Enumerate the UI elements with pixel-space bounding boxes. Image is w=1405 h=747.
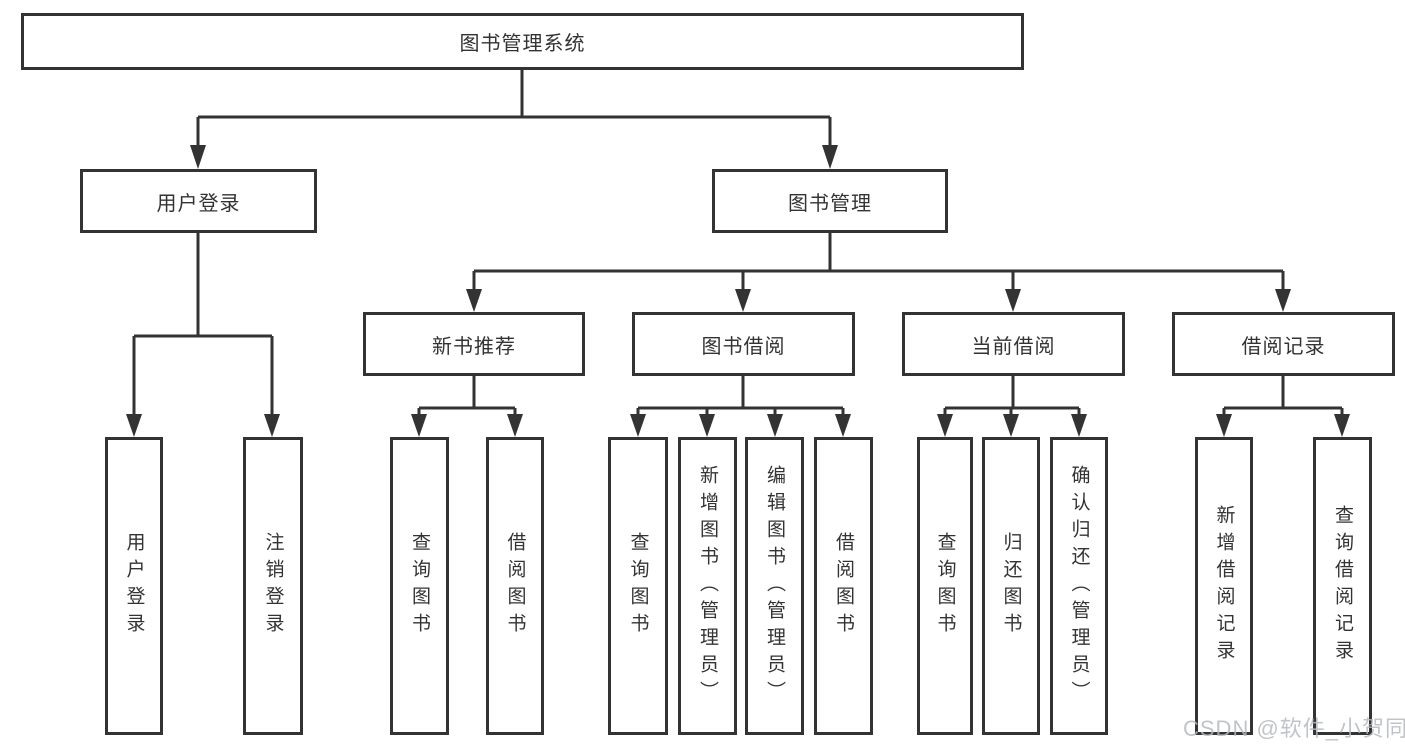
leaf-edit-book-admin: 编辑图书（管理员） [745, 437, 804, 735]
leaf-add-borrow-record: 新增借阅记录 [1195, 437, 1253, 735]
leaf-logout: 注销登录 [243, 437, 303, 735]
node-label: 借阅图书 [504, 532, 526, 640]
node-label: 查询图书 [627, 532, 649, 640]
leaf-return-books: 归还图书 [982, 437, 1040, 735]
node-book-borrowing: 图书借阅 [632, 312, 855, 376]
node-root-library-system: 图书管理系统 [21, 13, 1024, 70]
leaf-add-book-admin: 新增图书（管理员） [678, 437, 737, 735]
leaf-query-borrow-record: 查询借阅记录 [1313, 437, 1372, 735]
leaf-query-books-3: 查询图书 [917, 437, 973, 735]
node-label: 图书借阅 [701, 335, 786, 358]
node-label: 借阅图书 [833, 532, 854, 640]
node-label: 图书管理系统 [459, 33, 586, 55]
leaf-borrow-books-1: 借阅图书 [486, 437, 544, 735]
leaf-user-login: 用户登录 [105, 437, 163, 735]
node-label: 查询图书 [934, 532, 956, 640]
leaf-confirm-return-admin: 确认归还（管理员） [1050, 437, 1108, 735]
node-user-login: 用户登录 [80, 169, 317, 233]
node-label: 借阅记录 [1241, 335, 1326, 358]
node-label: 查询借阅记录 [1332, 505, 1353, 667]
leaf-borrow-books-2: 借阅图书 [814, 437, 873, 735]
connector-strokes [132, 70, 1344, 418]
node-label: 注销登录 [262, 532, 284, 640]
leaf-query-books-2: 查询图书 [608, 437, 668, 735]
node-label: 用户登录 [123, 532, 145, 640]
node-borrow-records: 借阅记录 [1172, 312, 1395, 376]
node-label: 新书推荐 [432, 335, 516, 358]
node-book-management: 图书管理 [712, 169, 948, 233]
leaf-query-books-1: 查询图书 [390, 437, 449, 735]
node-label: 图书管理 [788, 192, 872, 215]
csdn-watermark: CSDN @软件_小贺同学 [1183, 716, 1405, 741]
arrowheads [126, 145, 1350, 437]
node-new-book-recommend: 新书推荐 [363, 312, 585, 376]
node-label: 当前借阅 [971, 335, 1056, 358]
node-label: 新增图书（管理员） [697, 464, 718, 708]
node-label: 用户登录 [156, 192, 241, 215]
node-label: 查询图书 [409, 532, 430, 640]
node-label: 归还图书 [1000, 532, 1022, 640]
node-current-borrowing: 当前借阅 [902, 312, 1125, 376]
node-label: 编辑图书（管理员） [764, 464, 785, 708]
node-label: 新增借阅记录 [1213, 505, 1235, 667]
node-label: 确认归还（管理员） [1068, 464, 1090, 708]
